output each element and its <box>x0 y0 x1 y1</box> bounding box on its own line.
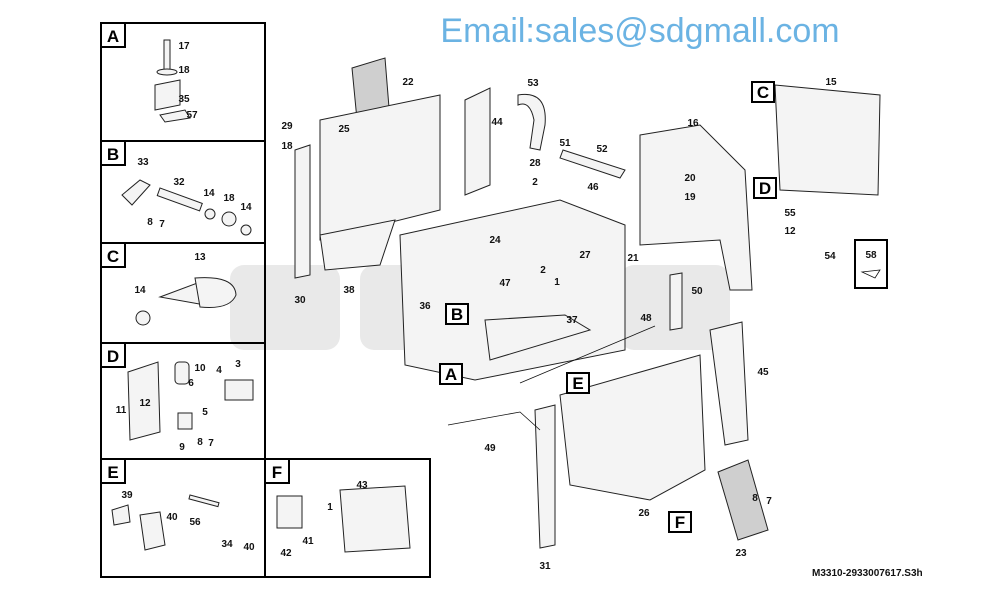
callout-number: 17 <box>178 41 190 52</box>
callout-number: 10 <box>194 363 206 374</box>
callout-number: 44 <box>491 117 503 128</box>
callout-number: 4 <box>216 365 222 376</box>
callout-number: 5 <box>202 407 208 418</box>
callout-number: 12 <box>139 398 151 409</box>
drawing-code: M3310-2933007617.S3h <box>812 568 923 579</box>
callout-number: 48 <box>640 313 652 324</box>
view-marker: A <box>445 365 457 384</box>
view-marker: B <box>451 305 463 324</box>
callout-number: 14 <box>240 202 252 213</box>
callout-number: 24 <box>489 235 501 246</box>
callout-number: 7 <box>766 496 772 507</box>
callout-number: 15 <box>825 77 837 88</box>
callout-number: 28 <box>529 158 541 169</box>
callout-number: 56 <box>189 517 201 528</box>
panel-letter-boxes: A B C D E F <box>100 22 290 484</box>
callout-58: 58 <box>865 250 877 261</box>
callout-number: 35 <box>178 94 190 105</box>
callout-number: 40 <box>166 512 178 523</box>
callout-number: 1 <box>554 277 560 288</box>
callout-number: 8 <box>197 437 203 448</box>
callout-number: 14 <box>203 188 215 199</box>
callout-number: 49 <box>484 443 496 454</box>
panel-letter-3: C <box>107 247 119 266</box>
callout-number: 51 <box>559 138 571 149</box>
detail-panels <box>100 22 431 578</box>
callout-number: 18 <box>223 193 235 204</box>
main-assembly-drawing <box>294 57 881 549</box>
callout-number: 2 <box>532 177 538 188</box>
callout-number: 47 <box>499 278 511 289</box>
callout-number: 32 <box>173 177 185 188</box>
callout-number: 21 <box>627 253 639 264</box>
callout-number: 57 <box>186 110 198 121</box>
callout-number: 7 <box>208 438 214 449</box>
callout-number: 8 <box>752 493 758 504</box>
callout-number: 54 <box>824 251 836 262</box>
callout-number: 34 <box>221 539 233 550</box>
callout-number: 18 <box>281 141 293 152</box>
panel-letter-2: B <box>107 145 119 164</box>
callout-number: 26 <box>638 508 650 519</box>
callout-number: 14 <box>134 285 146 296</box>
callout-number: 20 <box>684 173 696 184</box>
callout-number: 46 <box>587 182 599 193</box>
callout-number: 41 <box>302 536 314 547</box>
watermark-email: Email:sales@sdgmall.com <box>440 12 839 50</box>
callout-number: 22 <box>402 77 414 88</box>
callout-number: 37 <box>566 315 578 326</box>
callout-number: 9 <box>179 442 185 453</box>
panel-letter-5: E <box>107 463 118 482</box>
callout-number: 38 <box>343 285 355 296</box>
callout-number: 53 <box>527 78 539 89</box>
callout-number: 27 <box>579 250 591 261</box>
callout-number: 50 <box>691 286 703 297</box>
callout-number: 12 <box>784 226 796 237</box>
view-marker: F <box>675 513 685 532</box>
callout-number: 8 <box>147 217 153 228</box>
callout-number: 29 <box>281 121 293 132</box>
callout-number: 1 <box>327 502 333 513</box>
boxed-callout-58: 58 <box>854 239 888 289</box>
callout-number: 36 <box>419 301 431 312</box>
callout-number: 19 <box>684 192 696 203</box>
callout-number: 13 <box>194 252 206 263</box>
callout-number: 16 <box>687 118 699 129</box>
callout-number: 42 <box>280 548 292 559</box>
callout-number: 55 <box>784 208 796 219</box>
panel-letter-6: F <box>272 463 282 482</box>
callout-number: 43 <box>356 480 368 491</box>
callout-number: 2 <box>540 265 546 276</box>
callout-number: 3 <box>235 359 241 370</box>
callout-number: 23 <box>735 548 747 559</box>
callout-number: 40 <box>243 542 255 553</box>
callout-number: 7 <box>159 219 165 230</box>
callout-number: 25 <box>338 124 350 135</box>
callout-number: 39 <box>121 490 133 501</box>
callout-number: 52 <box>596 144 608 155</box>
callout-number: 11 <box>116 405 127 416</box>
callout-number: 30 <box>294 295 306 306</box>
view-marker: E <box>572 374 583 393</box>
detail-part-drawings <box>111 39 411 553</box>
callout-number: 18 <box>178 65 190 76</box>
view-marker: D <box>759 179 771 198</box>
panel-letter-4: D <box>107 347 119 366</box>
callout-number: 6 <box>188 378 194 389</box>
view-marker: C <box>757 83 769 102</box>
panel-letter-1: A <box>107 27 119 46</box>
callout-number: 33 <box>137 157 149 168</box>
callout-number: 31 <box>539 561 551 572</box>
view-markers: C D B A E F <box>439 81 777 533</box>
callout-number: 45 <box>757 367 769 378</box>
